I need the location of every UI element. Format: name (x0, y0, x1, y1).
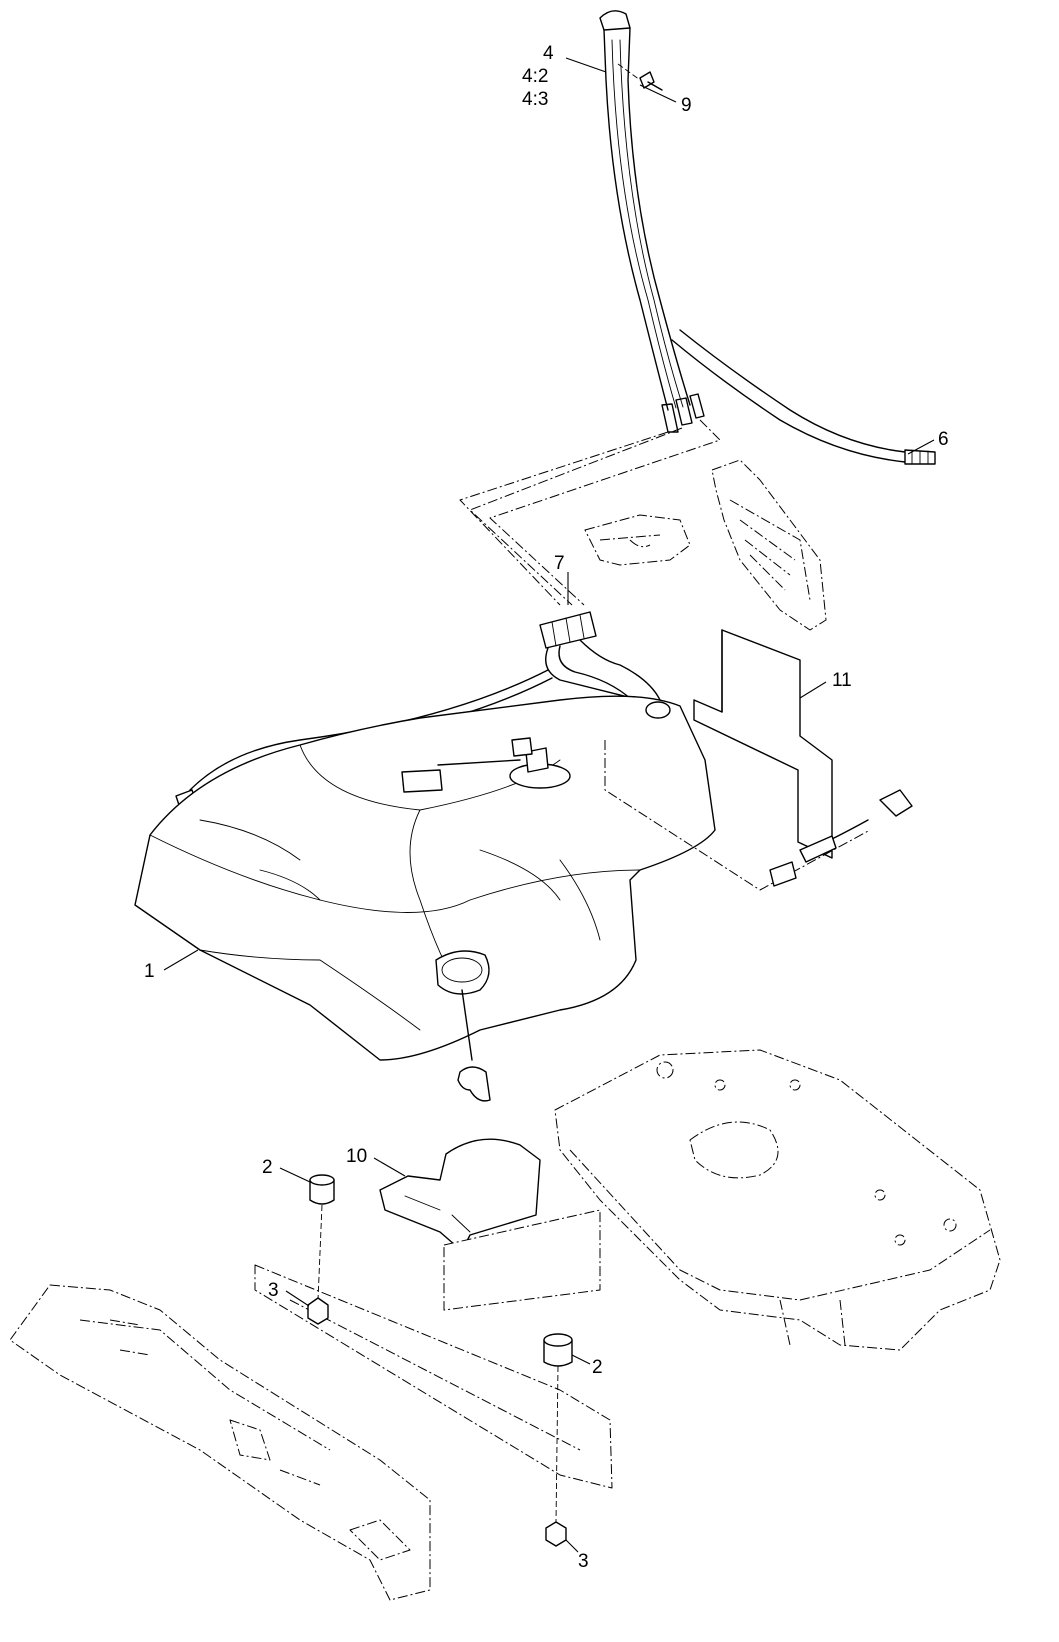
callout-label-9: 9 (681, 95, 692, 116)
crossbar-ghost (254, 1264, 613, 1489)
callout-label-7: 7 (554, 553, 565, 574)
callout-label-4: 4 (543, 43, 554, 64)
callout-label-10: 10 (346, 1146, 368, 1167)
callout-label-3-lower: 3 (578, 1551, 589, 1572)
callout-label-1: 1 (144, 961, 155, 982)
filler-neck-hose (599, 10, 705, 433)
callout-label-2-upper: 2 (262, 1157, 273, 1178)
hose-routing-lines (459, 63, 721, 606)
hose-fitting-cluster (539, 611, 661, 713)
rubber-mount-part-2-upper (309, 1174, 335, 1301)
fuel-tank-part-1 (134, 695, 716, 1102)
frame-bracket-ghost (584, 459, 827, 631)
rubber-mount-part-2-lower (543, 1333, 573, 1523)
nut-part-3-lower (545, 1521, 567, 1547)
callout-label-6: 6 (938, 429, 949, 450)
callout-label-3-upper: 3 (268, 1280, 279, 1301)
callout-label-2-lower: 2 (592, 1357, 603, 1378)
callout-leader-lines (163, 57, 935, 1553)
nut-part-3-upper (307, 1297, 329, 1325)
callout-label-11: 11 (832, 670, 852, 691)
heat-shield-part-11 (693, 629, 833, 859)
callout-label-4-3: 4:3 (522, 89, 549, 110)
callout-label-4-2: 4:2 (522, 66, 549, 87)
rear-frame-plate-ghost (9, 1284, 431, 1601)
screw-part-9 (639, 71, 663, 91)
vent-hardware (604, 740, 913, 891)
ghost-shield-plate (443, 1209, 601, 1311)
breather-hose (671, 329, 936, 465)
mower-deck-frame-ghost (554, 1049, 1001, 1351)
